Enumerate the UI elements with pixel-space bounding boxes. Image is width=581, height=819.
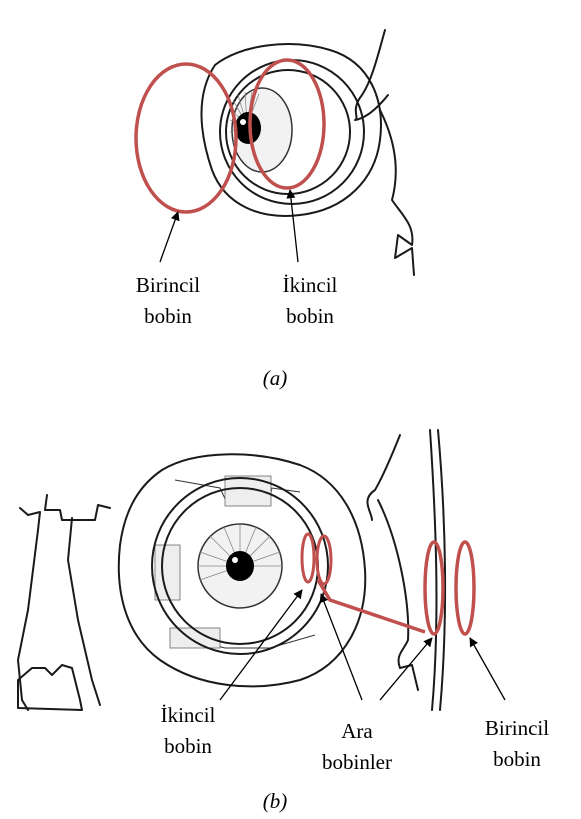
secondary-label-a-line1: İkincil (283, 273, 338, 297)
primary-label-b-line1: Birincil (485, 716, 549, 740)
secondary-label-b-line2: bobin (164, 734, 212, 758)
pupil-highlight-b (232, 557, 238, 563)
pupil-a (235, 112, 261, 144)
primary-label-a-line2: bobin (144, 304, 192, 328)
pupil-b (226, 551, 254, 581)
face-plane-line-1 (430, 430, 436, 710)
left-lid-fold-b (155, 545, 180, 600)
panel-a: Birincil bobin İkincil bobin (a) (136, 30, 414, 390)
nose-outline-b (18, 495, 110, 710)
secondary-label-b-line1: İkincil (161, 703, 216, 727)
secondary-coil-b (302, 534, 314, 582)
intermediate-arrow-2-b (380, 638, 432, 700)
intermediate-coil-outer-b (425, 542, 443, 634)
intermediate-label-b-line1: Ara (341, 719, 373, 743)
caption-b: (b) (263, 789, 288, 813)
secondary-label-a-line2: bobin (286, 304, 334, 328)
intermediate-label-b-line2: bobinler (322, 750, 392, 774)
face-outline-a (355, 30, 414, 275)
primary-arrow-a (160, 212, 178, 262)
panel-b: İkincil bobin Ara bobinler Birincil bobi… (18, 430, 549, 813)
primary-label-b-line2: bobin (493, 747, 541, 771)
nostril-b (18, 665, 82, 710)
primary-label-a-line1: Birincil (136, 273, 200, 297)
caption-a: (a) (263, 366, 288, 390)
primary-coil-b (456, 542, 474, 634)
cheek-outline-b (367, 435, 418, 690)
pupil-highlight-a (240, 119, 246, 125)
secondary-arrow-a (290, 190, 298, 262)
primary-arrow-b (470, 638, 505, 700)
